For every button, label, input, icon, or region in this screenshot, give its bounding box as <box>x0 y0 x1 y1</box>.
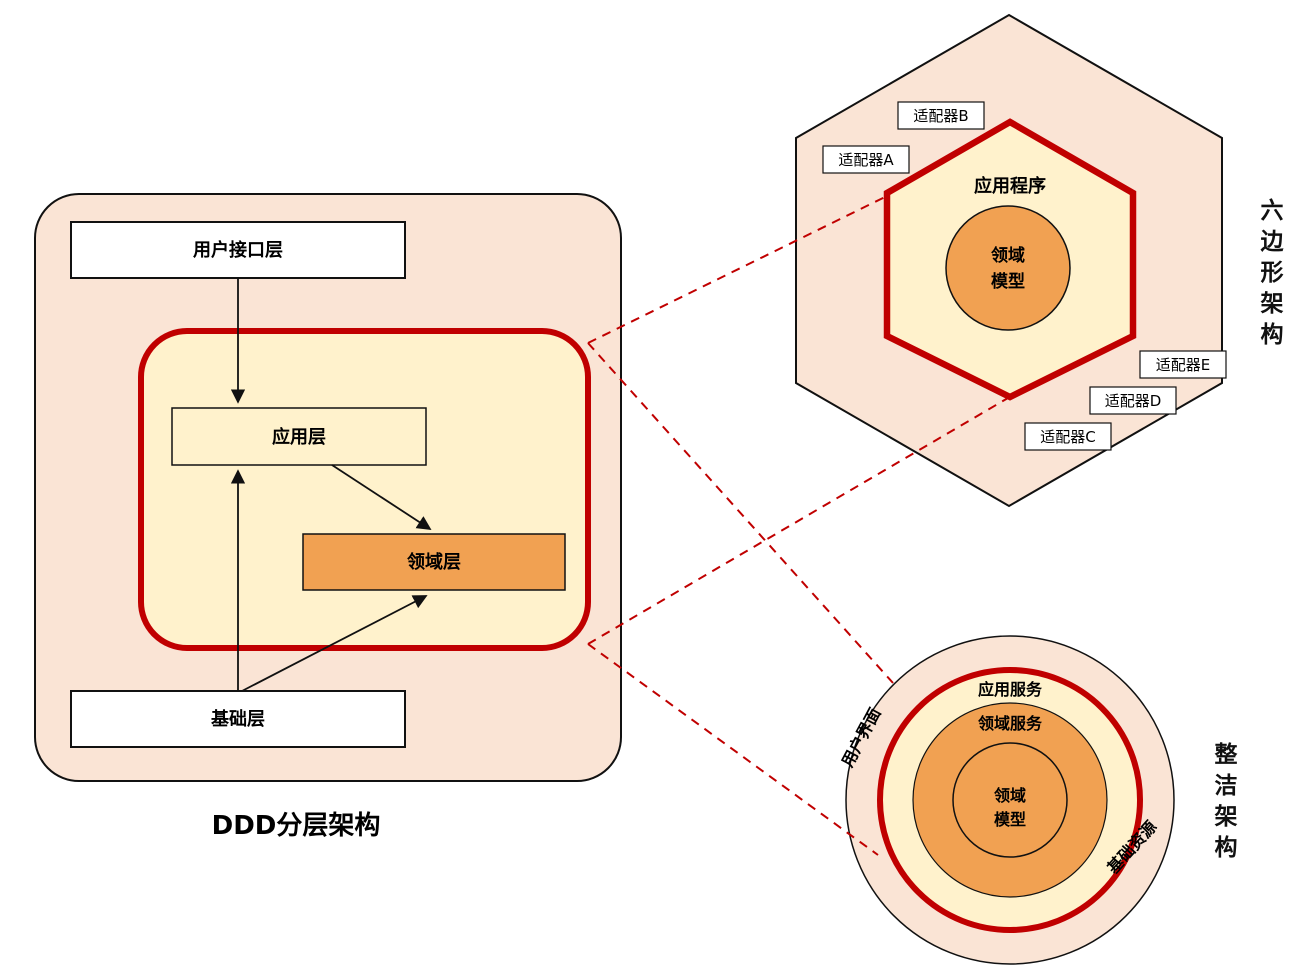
hex-application-label: 应用程序 <box>974 175 1046 197</box>
adapter-b-box <box>897 101 985 130</box>
clean-domain-model-circle <box>952 742 1068 858</box>
ddd-ui-layer-box <box>70 221 406 279</box>
ddd-domain-layer-box <box>302 533 566 591</box>
ddd-ui-layer-label: 用户接口层 <box>193 239 283 261</box>
ddd-domain-layer-label: 领域层 <box>407 551 461 573</box>
dashed-link-rect-to-hex-bottom <box>587 397 1009 645</box>
hex-domain-model-circle <box>945 205 1071 331</box>
dashed-link-rect-to-circle-top <box>587 342 894 684</box>
arrow-app-to-domain <box>331 464 432 530</box>
ddd-infra-layer-box <box>70 690 406 748</box>
clean-app-ring-label: 应用服务 <box>978 680 1043 699</box>
dashed-link-rect-to-circle-bottom <box>587 643 879 856</box>
adapter-a-label: 适配器A <box>838 151 894 169</box>
ddd-app-layer-box <box>171 407 427 466</box>
dashed-link-rect-to-hex-left <box>587 195 888 344</box>
adapter-c-box <box>1024 422 1112 451</box>
clean-core-label-line2: 模型 <box>994 810 1026 829</box>
hexagonal-architecture-title: 六边形架构 <box>1256 198 1282 353</box>
clean-architecture-title: 整洁架构 <box>1210 742 1236 866</box>
adapter-d-label: 适配器D <box>1105 392 1162 410</box>
adapter-d-box <box>1089 386 1177 415</box>
hex-core-label-line2: 模型 <box>991 271 1025 292</box>
adapter-e-box <box>1139 350 1227 379</box>
clean-core-label-line1: 领域 <box>994 786 1026 805</box>
ddd-infra-layer-label: 基础层 <box>210 708 265 730</box>
ddd-title: DDD分层架构 <box>212 811 381 841</box>
adapter-b-label: 适配器B <box>913 107 968 125</box>
arrow-infra-to-domain <box>241 595 428 692</box>
hex-core-label-line1: 领域 <box>991 245 1025 266</box>
clean-domain-ring-label: 领域服务 <box>978 714 1043 733</box>
adapter-e-label: 适配器E <box>1156 356 1210 374</box>
ddd-core-boundary <box>138 328 591 651</box>
adapter-a-box <box>822 145 910 174</box>
adapter-c-label: 适配器C <box>1040 428 1095 446</box>
ddd-app-layer-label: 应用层 <box>272 426 326 448</box>
